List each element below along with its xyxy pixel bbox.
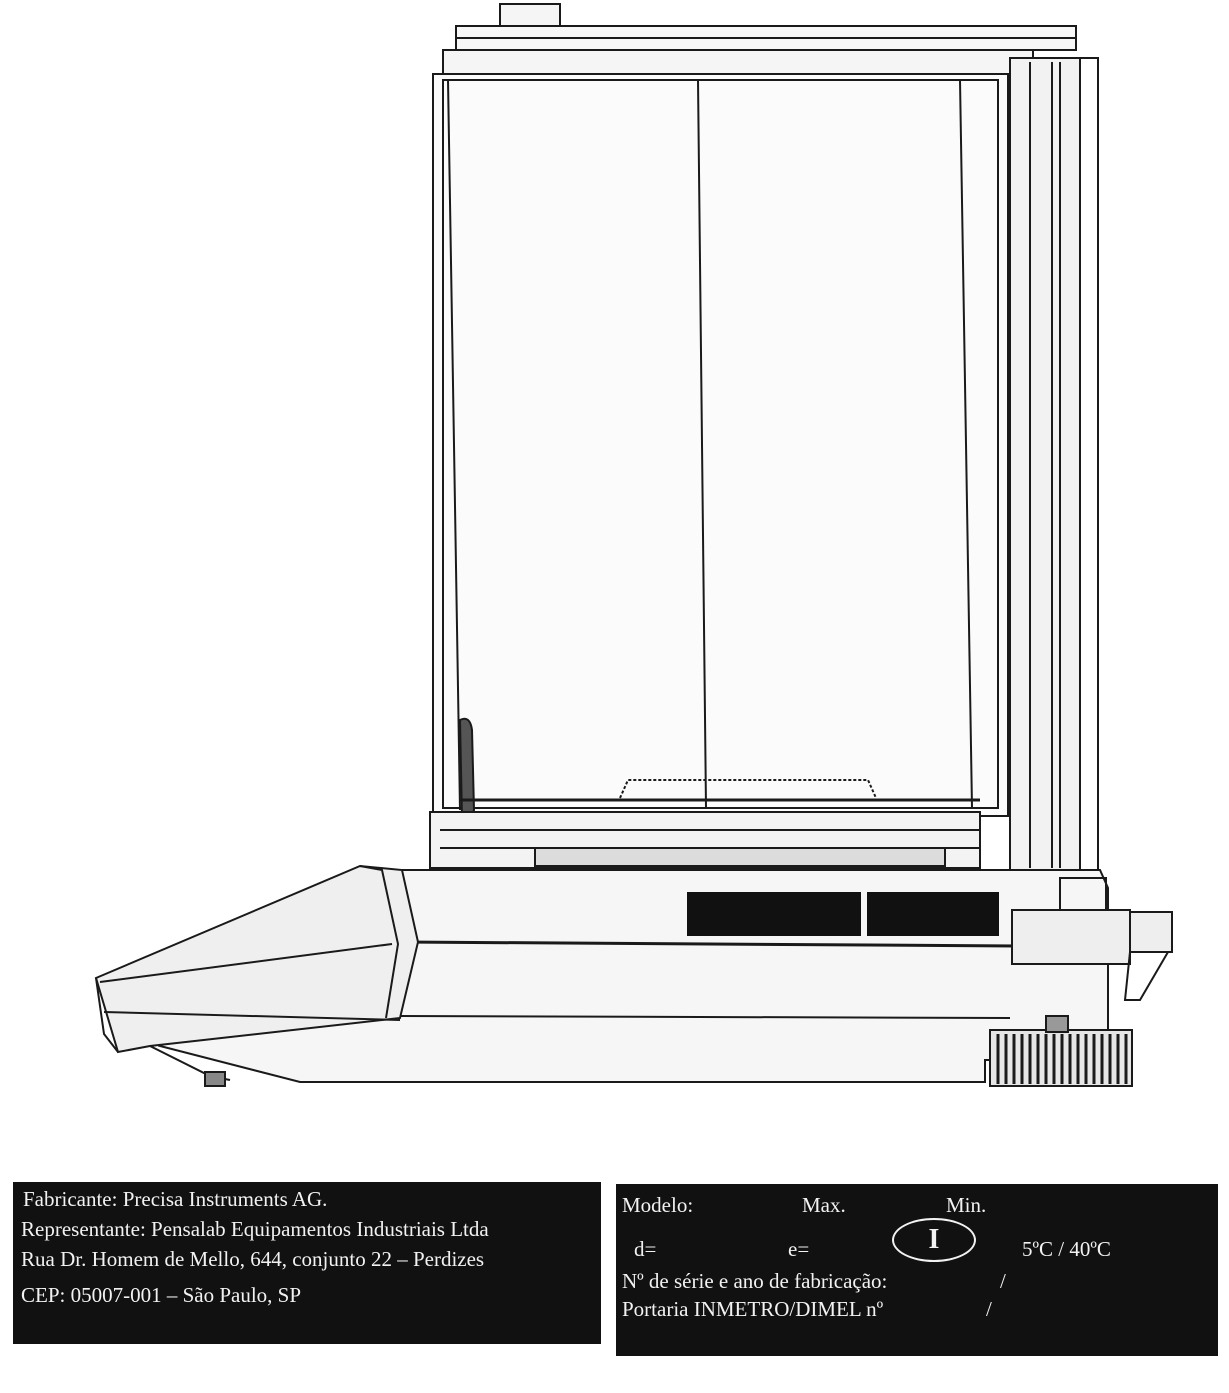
temperature-range: 5ºC / 40ºC	[1022, 1237, 1111, 1261]
draft-shield	[432, 73, 1009, 817]
representative-line: Representante: Pensalab Equipamentos Ind…	[21, 1217, 489, 1241]
model-label: Modelo:	[622, 1193, 694, 1217]
serial-separator: /	[1000, 1269, 1006, 1293]
accuracy-class-text: I	[928, 1224, 940, 1255]
specification-plate: Modelo: Max. Min. d= e= I 5ºC / 40ºC Nº …	[616, 1184, 1218, 1356]
balance-drawing	[94, 3, 1173, 1087]
door-handle	[458, 717, 476, 820]
display-front	[94, 864, 420, 1087]
rear-column	[1009, 57, 1099, 873]
max-label: Max.	[802, 1193, 846, 1217]
e-label: e=	[788, 1237, 810, 1261]
d-label: d=	[634, 1237, 657, 1261]
postal-line: CEP: 05007-001 – São Paulo, SP	[21, 1283, 302, 1307]
manufacturer-plate: Fabricante: Precisa Instruments AG. Repr…	[13, 1182, 601, 1344]
accuracy-class-badge: I	[892, 1218, 976, 1262]
address-line: Rua Dr. Homem de Mello, 644, conjunto 22…	[21, 1247, 485, 1271]
chamber-floor	[429, 811, 981, 869]
leveling-foot	[989, 1015, 1133, 1087]
portaria-separator: /	[986, 1297, 992, 1321]
min-label: Min.	[946, 1193, 987, 1217]
side-bracket	[1011, 877, 1173, 1001]
weighing-pan	[460, 779, 980, 802]
serial-label: Nº de série e ano de fabricação:	[622, 1269, 888, 1293]
manufacturer-line: Fabricante: Precisa Instruments AG.	[23, 1187, 328, 1211]
portaria-label: Portaria INMETRO/DIMEL nº	[622, 1297, 884, 1321]
